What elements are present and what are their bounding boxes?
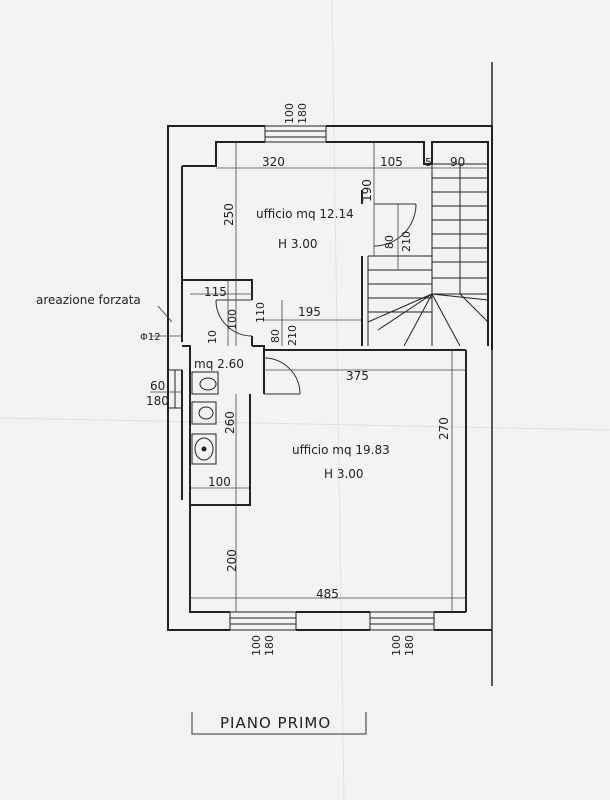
paper-fold-line: [0, 417, 610, 431]
dim-250: 250: [222, 203, 236, 226]
bathroom-window: [167, 369, 183, 409]
dim-80-stair-door: 80: [383, 235, 396, 249]
room-height-upper-office: H 3.00: [278, 237, 318, 251]
dim-260: 260: [223, 411, 237, 434]
dim-90: 90: [450, 155, 465, 169]
window-top-height: 180: [296, 103, 309, 124]
dim-105: 105: [380, 155, 403, 169]
window-bottom-left-width: 100: [250, 635, 263, 656]
inner-wall: [326, 141, 432, 165]
plan-title: PIANO PRIMO: [220, 714, 331, 732]
inner-wall: [182, 141, 265, 167]
dim-5: 5: [425, 156, 432, 169]
window-bottom-right: [369, 611, 435, 631]
dim-110: 110: [254, 302, 267, 323]
dim-80-office-door: 80: [269, 329, 282, 343]
dim-10: 10: [206, 330, 219, 344]
room-label-upper-office: ufficio mq 12.14: [256, 207, 354, 221]
room-label-lower-office: ufficio mq 19.83: [292, 443, 390, 457]
note-leader-line: [157, 305, 173, 323]
paper-fold-line: [331, 0, 345, 800]
staircase: [367, 163, 489, 347]
outer-wall: [326, 125, 493, 350]
dim-485: 485: [316, 587, 339, 601]
title-frame: [191, 712, 367, 735]
dim-320: 320: [262, 155, 285, 169]
dim-190: 190: [360, 179, 374, 202]
note-forced-ventilation: areazione forzata: [36, 293, 141, 307]
walls: [167, 125, 493, 631]
window-bottom-left: [229, 611, 297, 631]
window-bottom-left-height: 180: [263, 635, 276, 656]
dim-100-bath-inner: 100: [208, 475, 231, 489]
dimension-lines: [150, 142, 488, 612]
door-swing: [215, 203, 417, 395]
dim-200: 200: [225, 549, 239, 572]
note-duct-diameter: Φ12: [140, 332, 161, 343]
room-height-lower-office: H 3.00: [324, 467, 364, 481]
window-bottom-right-width: 100: [390, 635, 403, 656]
dim-270: 270: [437, 417, 451, 440]
inner-wall: [189, 505, 230, 613]
window-bottom-right-height: 180: [403, 635, 416, 656]
dim-375: 375: [346, 369, 369, 383]
dim-210-office-door: 210: [286, 325, 299, 346]
bathroom-wall: [252, 345, 265, 394]
window-top-width: 100: [283, 103, 296, 124]
dim-60: 60: [150, 379, 165, 393]
dim-180-bath-window: 180: [146, 394, 169, 408]
dim-115: 115: [204, 285, 227, 299]
dim-195: 195: [298, 305, 321, 319]
room-label-bathroom: mq 2.60: [194, 357, 244, 371]
window-top: [264, 125, 327, 143]
dim-210-stair-door: 210: [400, 231, 413, 252]
sanitary-fixtures: [191, 371, 219, 465]
bathroom-wall: [182, 279, 253, 300]
dim-100-bath-door: 100: [226, 309, 239, 330]
